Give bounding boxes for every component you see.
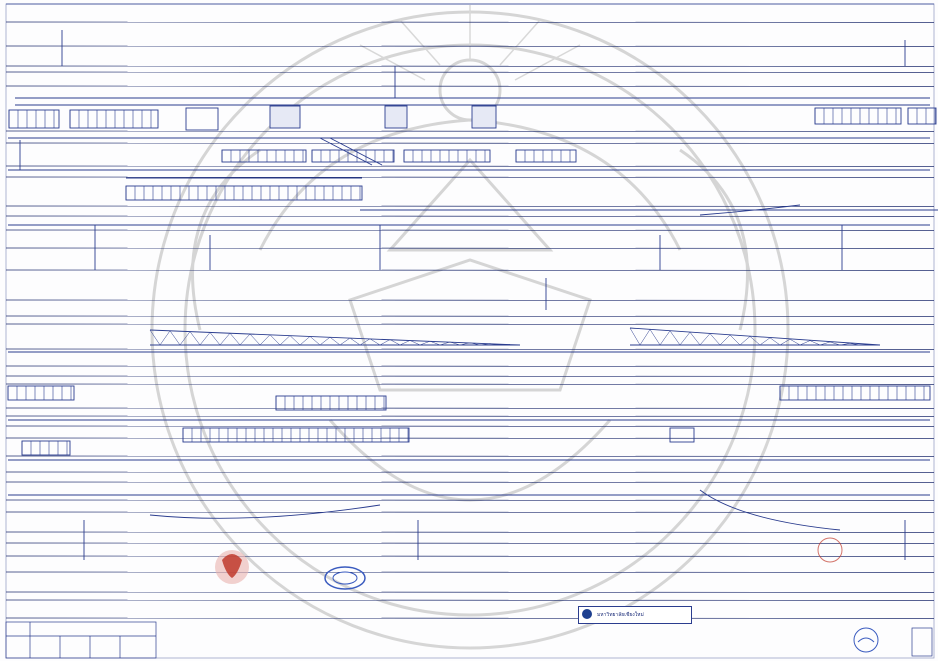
- drawing-line: [249, 333, 261, 346]
- drawing-line: [499, 344, 511, 346]
- footer-block: [6, 622, 156, 658]
- drawing-line: [269, 334, 281, 346]
- drawing-line: [229, 333, 241, 346]
- drawing-line: [789, 338, 801, 346]
- drawing-line: [459, 342, 471, 346]
- signature-stamp-right: [817, 537, 879, 653]
- lower-elevation: [7, 278, 931, 560]
- drawing-line: [809, 340, 821, 346]
- drawing-line: [679, 332, 691, 346]
- drawing-line: [469, 342, 481, 346]
- drawing-line: [429, 340, 441, 346]
- drawing-line: [709, 333, 721, 346]
- drawing-line: [359, 338, 371, 346]
- footer-table: [5, 621, 933, 659]
- drawing-line: [639, 329, 651, 346]
- drawing-line: [699, 333, 711, 346]
- university-logo-icon: [582, 609, 592, 619]
- drawing-line: [369, 338, 381, 346]
- title-block: มหาวิทยาลัยเชียงใหม่: [578, 606, 692, 624]
- drawing-line: [409, 340, 421, 346]
- drawing-line: [279, 335, 291, 346]
- drawing-line: [299, 336, 311, 346]
- drawing-line: [479, 343, 491, 346]
- drawing-line: [169, 330, 181, 346]
- drawing-line: [199, 332, 211, 346]
- blue-stamp: [324, 566, 366, 590]
- drawing-line: [239, 333, 251, 346]
- drawing-line: [339, 337, 351, 346]
- drawing-line: [319, 337, 331, 346]
- drawing-line: [749, 336, 761, 346]
- drawing-line: [769, 337, 781, 346]
- drawing-line: [669, 330, 681, 346]
- drawing-line: [689, 332, 701, 346]
- drawing-line: [439, 341, 451, 346]
- drawing-line: [799, 340, 811, 346]
- drawing-line: [389, 339, 401, 346]
- drawing-line: [259, 334, 271, 346]
- drawing-line: [209, 332, 221, 346]
- title-block-text: มหาวิทยาลัยเชียงใหม่: [597, 612, 644, 618]
- drawing-line: [739, 336, 751, 346]
- drawing-line: [349, 337, 361, 346]
- drawing-line: [659, 330, 671, 346]
- drawing-line: [629, 327, 641, 346]
- drawing-line: [759, 337, 771, 346]
- drawing-line: [489, 343, 501, 346]
- red-stamp: [215, 550, 249, 584]
- drawing-line: [649, 329, 661, 346]
- drawing-line: [449, 341, 461, 346]
- drawing-line: [829, 341, 841, 346]
- drawing-line: [189, 331, 201, 346]
- drawing-line: [819, 341, 831, 346]
- drawing-line: [219, 333, 231, 346]
- drawing-line: [329, 337, 341, 346]
- drawing-line: [779, 338, 791, 346]
- drawing-line: [379, 339, 391, 346]
- drawing-line: [839, 343, 851, 346]
- drawing-line: [399, 340, 411, 346]
- drawing-line: [159, 330, 171, 346]
- drawing-line: [419, 340, 431, 346]
- drawing-line: [729, 334, 741, 346]
- drawing-line: [309, 336, 321, 346]
- drawing-line: [719, 334, 731, 346]
- drawing-line: [149, 329, 161, 346]
- drawing-line: [289, 335, 301, 346]
- drawing-line: [849, 343, 861, 346]
- drawing-line: [179, 331, 191, 346]
